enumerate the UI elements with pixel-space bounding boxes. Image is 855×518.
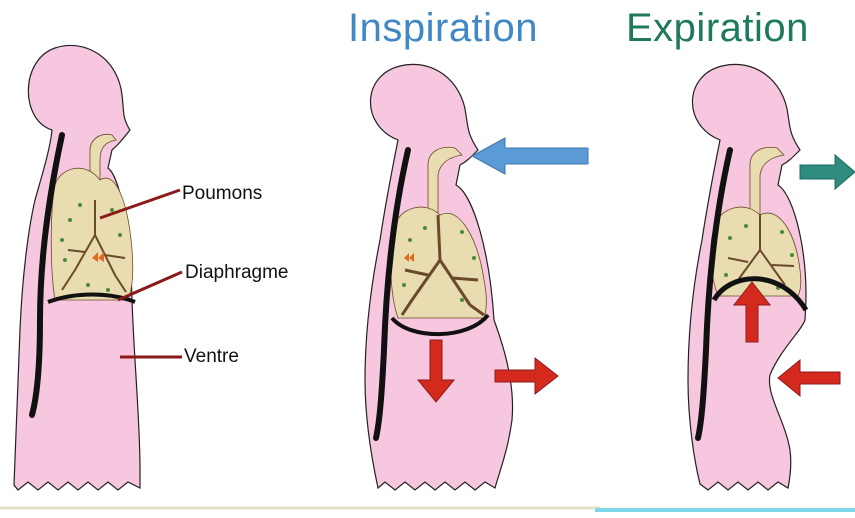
air-out-arrow bbox=[800, 155, 855, 189]
air-in-arrow bbox=[472, 138, 588, 174]
figure-expiration bbox=[688, 64, 855, 490]
label-ventre: Ventre bbox=[184, 346, 239, 368]
title-expiration: Expiration bbox=[626, 4, 809, 52]
label-poumons: Poumons bbox=[182, 183, 262, 205]
title-inspiration: Inspiration bbox=[348, 4, 538, 52]
label-diaphragme: Diaphragme bbox=[185, 262, 289, 284]
belly-in-arrow bbox=[778, 360, 840, 396]
figure-labelled bbox=[14, 45, 182, 490]
figure-inspiration bbox=[365, 64, 588, 490]
